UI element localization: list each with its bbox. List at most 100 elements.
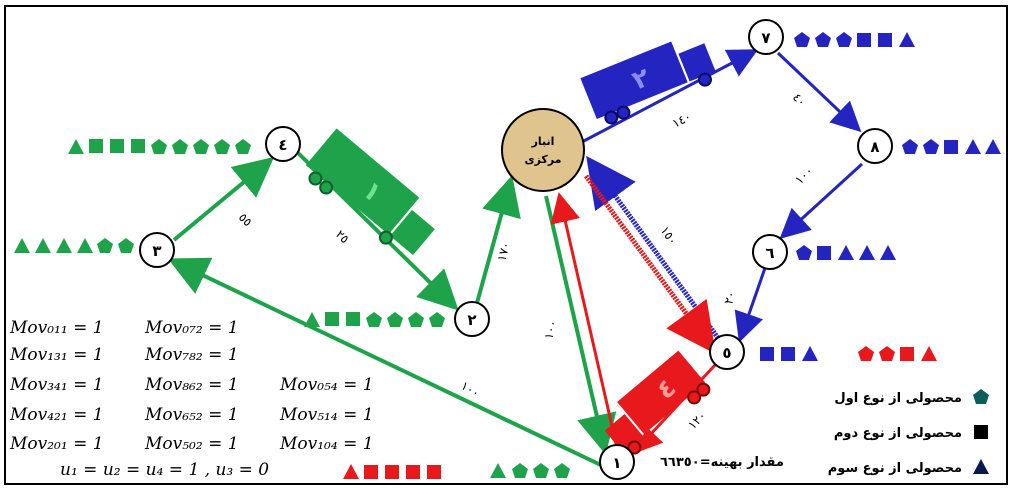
edge-label-5-1: ١٢٠: [685, 409, 709, 433]
pentagon-icon: [118, 238, 134, 253]
square-icon: [857, 33, 871, 47]
edge-label-depot-7: ١٤٠: [670, 109, 694, 130]
edge-label-6-5: ٢٠: [721, 290, 738, 306]
square-icon: [900, 347, 914, 361]
square-icon: [427, 465, 441, 479]
pentagon-icon: [794, 32, 810, 47]
edge-3-4: [172, 156, 275, 242]
depot-label-line1: انبار: [531, 135, 555, 148]
square-icon: [878, 33, 892, 47]
edge-8-6: [779, 162, 864, 240]
green-truck-icon: ١: [305, 128, 435, 256]
pentagon-icon: [815, 32, 831, 47]
node-6-products: [796, 245, 896, 260]
pentagon-icon: [512, 463, 528, 478]
mov-cell: Mov₅₁₄ = 1: [280, 405, 374, 425]
mov-cell: Mov₁₀₄ = 1: [280, 434, 374, 454]
square-icon: [385, 465, 399, 479]
pentagon-icon: [902, 139, 918, 154]
pentagon-icon: [235, 139, 251, 154]
node-5: ٥: [709, 334, 745, 370]
square-icon: [781, 347, 795, 361]
legend-type3-label: محصولی از نوع سوم: [828, 461, 962, 476]
triangle-icon: [880, 245, 896, 260]
edge-label-4-2: ٢٥: [333, 227, 352, 246]
mov-cell: Mov₃₄₁ = 1: [10, 375, 104, 395]
edge-label-8-6: ١٠٠: [792, 164, 816, 188]
square-icon: [89, 139, 103, 153]
optimal-value-label: مقدار بهینه=٦٦٣٥٠: [660, 455, 784, 470]
pentagon-icon: [429, 312, 445, 327]
node-8: ٨: [857, 128, 893, 164]
node-7: ٧: [748, 19, 784, 55]
node-3: ٣: [139, 232, 175, 268]
blue-truck-icon: ٢: [580, 40, 716, 125]
legend-type1-label: محصولی از نوع اول: [834, 391, 962, 406]
edge-1-3: [167, 257, 606, 469]
edge-depot-5: [583, 174, 716, 355]
triangle-icon: [343, 464, 359, 479]
triangle-icon: [985, 139, 1001, 154]
mov-cell: Mov₀₁₁ = 1: [10, 318, 104, 338]
edge-depot-7: [579, 49, 759, 145]
node-1-green-products: [490, 463, 570, 478]
mov-cell: Mov₁₃₁ = 1: [10, 345, 104, 365]
node-2: ٢: [454, 301, 490, 337]
node-4: ٤: [265, 126, 301, 162]
pentagon-icon: [796, 245, 812, 260]
triangle-icon: [965, 139, 981, 154]
square-icon: [817, 246, 831, 260]
pentagon-icon: [554, 463, 570, 478]
node-7-products: [794, 32, 915, 47]
node-7-label: ٧: [761, 29, 770, 47]
pentagon-icon: [408, 312, 424, 327]
square-icon: [325, 312, 339, 326]
node-5-label: ٥: [722, 344, 731, 362]
legend-type2-label: محصولی از نوع دوم: [834, 426, 962, 441]
pentagon-icon: [97, 238, 113, 253]
mov-cell: Mov₀₇₂ = 1: [145, 318, 239, 338]
square-icon: [131, 139, 145, 153]
triangle-icon: [802, 346, 818, 361]
edge-label-depot-1: ١٠٠: [541, 318, 560, 340]
legend: محصولی از نوع اول محصولی از نوع دوم محصو…: [828, 389, 989, 476]
triangle-icon: [859, 245, 875, 260]
pentagon-icon: [193, 139, 209, 154]
triangle-icon: [490, 463, 506, 478]
red-truck-icon: ٤: [604, 350, 711, 455]
triangle-icon: [77, 238, 93, 253]
node-2-products: [304, 312, 445, 327]
pentagon-icon: [366, 312, 382, 327]
triangle-icon: [35, 238, 51, 253]
triangle-icon: [14, 238, 30, 253]
node-3-label: ٣: [152, 242, 161, 260]
pentagon-icon: [214, 139, 230, 154]
mov-cell: Mov₅₀₂ = 1: [145, 434, 239, 454]
node-6-label: ٦: [765, 244, 774, 262]
pentagon-icon: [923, 139, 939, 154]
edge-label-7-8: ٤٠: [790, 90, 809, 109]
node-4-products: [68, 139, 251, 154]
mov-cell: Mov₈₆₂ = 1: [145, 375, 239, 395]
pentagon-icon: [858, 346, 874, 361]
node-8-products: [902, 139, 1001, 154]
node-4-label: ٤: [278, 136, 287, 154]
node-1-red-products: [343, 464, 441, 479]
edge-5-depot: [586, 155, 721, 340]
triangle-icon: [68, 139, 84, 154]
edge-depot-1: [544, 195, 617, 455]
edge-7-8: [776, 51, 862, 133]
pentagon-icon: [973, 389, 989, 404]
mov-cell: Mov₇₈₂ = 1: [145, 345, 239, 365]
mov-row-1: Mov₀₁₁ = 1 Mov₀₇₂ = 1: [10, 318, 415, 338]
square-icon: [760, 347, 774, 361]
pentagon-icon: [836, 32, 852, 47]
node-3-products: [14, 238, 134, 253]
triangle-icon: [838, 245, 854, 260]
node-1-label: ١: [612, 454, 621, 472]
mov-cell: Mov₄₂₁ = 1: [10, 405, 104, 425]
square-icon: [364, 465, 378, 479]
